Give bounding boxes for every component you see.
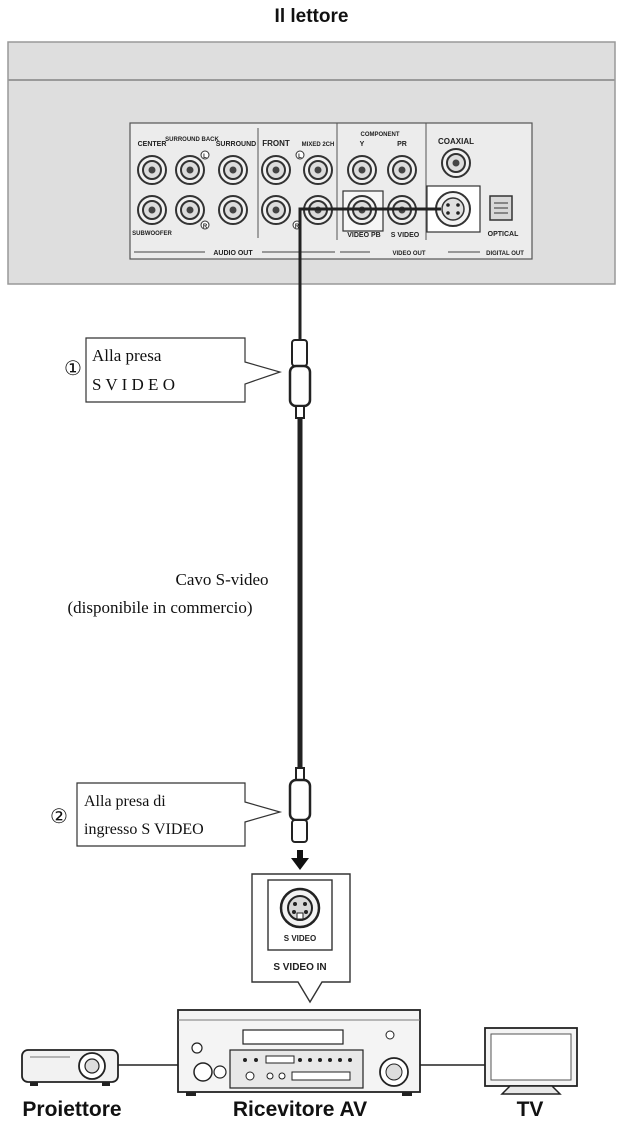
projector-label: Proiettore: [22, 1098, 122, 1121]
front-left-jack: [261, 155, 291, 185]
av-receiver-device: [177, 1009, 421, 1096]
surround-back-right-jack: [175, 195, 205, 225]
step-2-number: ②: [50, 806, 68, 828]
callout-1: ① Alla presa S V I D E O: [64, 337, 283, 403]
callout-2-line1: Alla presa di: [84, 793, 166, 810]
coaxial-label: COAXIAL: [438, 137, 474, 146]
cable-caption-line2: (disponibile in commercio): [67, 598, 252, 617]
mixed-label: MIXED 2CH: [302, 142, 335, 148]
digital-out-label: DIGITAL OUT: [486, 251, 524, 257]
page-title: Il lettore: [274, 6, 349, 27]
surround-right-jack: [218, 195, 248, 225]
tv-device: [484, 1027, 578, 1095]
video-pb-label: VIDEO PB: [347, 232, 380, 239]
svg-text:L: L: [298, 154, 302, 160]
svg-text:R: R: [203, 224, 208, 230]
surround-back-label: SURROUND BACK: [165, 137, 219, 143]
front-label: FRONT: [262, 139, 290, 148]
projector-device: [21, 1049, 119, 1086]
audio-out-label: AUDIO OUT: [213, 250, 253, 257]
player-device: L R L R CENTER SURROUND BACK SURROUND FR…: [7, 41, 616, 285]
callout-2: ② Alla presa di ingresso S VIDEO: [50, 782, 283, 847]
video-out-label: VIDEO OUT: [392, 251, 425, 257]
s-video-in-caption: S VIDEO IN: [273, 962, 326, 973]
svg-text:R: R: [295, 224, 300, 230]
callout-1-line2: S V I D E O: [92, 375, 175, 394]
surround-left-jack: [218, 155, 248, 185]
center-label: CENTER: [138, 141, 167, 148]
av-receiver-label: Ricevitore AV: [232, 1098, 368, 1121]
tv-label: TV: [516, 1098, 544, 1121]
component-label: COMPONENT: [361, 132, 400, 138]
callout-1-line1: Alla presa: [92, 346, 162, 365]
component-y-label: Y: [360, 141, 365, 148]
surround-back-left-jack: [175, 155, 205, 185]
s-video-cable: [288, 207, 441, 870]
component-y-jack: [347, 155, 377, 185]
callout-2-line2: ingresso S VIDEO: [84, 821, 204, 838]
component-pr-jack: [387, 155, 417, 185]
center-jack: [137, 155, 167, 185]
coaxial-jack: [441, 148, 471, 178]
s-video-jack-label: S VIDEO: [284, 934, 316, 943]
front-right-jack: [261, 195, 291, 225]
s-video-in-box: S VIDEO S VIDEO IN: [251, 873, 351, 1004]
step-1-number: ①: [64, 358, 82, 380]
optical-label: OPTICAL: [488, 231, 519, 238]
surround-label: SURROUND: [216, 141, 256, 148]
s-video-panel-label: S VIDEO: [391, 232, 420, 239]
svg-text:L: L: [203, 154, 207, 160]
subwoofer-jack: [137, 195, 167, 225]
mixed-left-jack: [303, 155, 333, 185]
component-pr-label: PR: [397, 141, 407, 148]
cable-caption-line1: Cavo S-video: [175, 570, 268, 589]
down-arrow-icon: [291, 858, 309, 870]
subwoofer-label: SUBWOOFER: [132, 231, 172, 237]
